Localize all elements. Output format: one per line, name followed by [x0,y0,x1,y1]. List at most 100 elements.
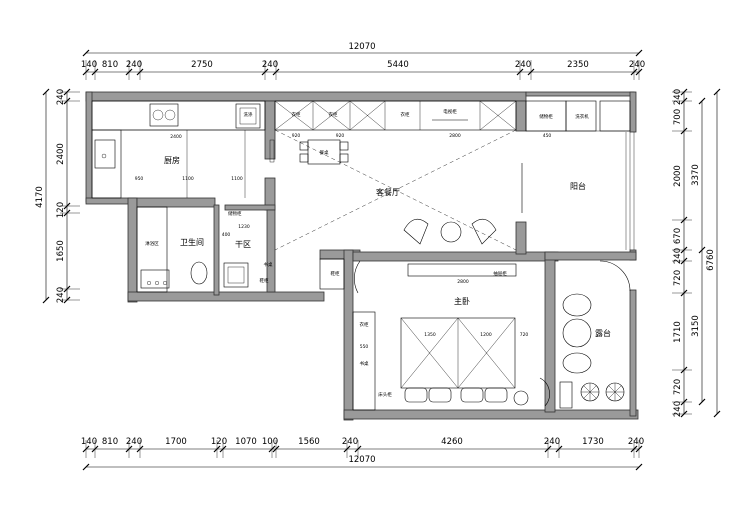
balcony-dim-450: 450 [543,133,552,139]
plant-icon [580,382,600,402]
wardrobe-3-label: 衣柜 [401,111,410,118]
bathroom-label: 卫生间 [180,237,204,247]
kitchen-dim-950: 950 [135,176,144,182]
left-seg-3: 120 [56,202,66,218]
wardrobe-1-label: 衣柜 [292,111,301,118]
right-seg-5: 240 [673,248,683,264]
bottom-dimension-total: 12070 [82,455,643,471]
shoe-cabinet-label: 鞋柜 [260,277,269,284]
right-seg-4: 670 [673,228,683,244]
top-total-label: 12070 [348,42,375,52]
dining-table-label: 餐桌 [320,149,329,156]
terrace: 露台 [559,260,631,409]
balcony-storage-label: 储物柜 [539,113,553,120]
bed-wardrobe-label: 衣柜 [360,321,369,328]
terrace-label: 露台 [595,328,611,338]
coffee-table-icon [440,221,462,243]
balcony-label: 阳台 [570,181,586,191]
right-seg-1: 240 [673,89,683,105]
wardrobe-dim-920b: 920 [336,133,345,139]
walls [85,91,639,421]
right-dimension-middle: 3370 3150 [691,97,706,406]
kitchen-label: 厨房 [164,155,180,165]
entry: 鞋柜 [319,258,361,294]
left-seg-1: 240 [56,89,66,105]
bed-dim-2800: 2800 [457,279,469,285]
master-bedroom: 抽屉柜 2800 主卧 衣柜 书桌 550 床头柜 1350 1200 720 [352,263,550,411]
bottom-seg-6: 1070 [235,437,257,447]
bottom-seg-7: 100 [262,437,278,447]
balcony: 储物柜 洗衣机 450 阳台 [525,100,631,191]
bottom-seg-1: 140 [81,437,97,447]
left-total-label: 4170 [35,186,45,208]
living-room: 客餐厅 [274,129,523,251]
right-seg-7: 1710 [673,321,683,343]
bottom-seg-3: 240 [126,437,142,447]
top-seg-3: 240 [126,60,142,70]
bottom-seg-9: 240 [342,437,358,447]
right-seg-3: 2000 [673,165,683,187]
master-bedroom-label: 主卧 [454,296,470,306]
wardrobe-dim-2800: 2800 [449,133,461,139]
left-seg-5: 240 [56,287,66,303]
bottom-seg-5: 120 [211,437,227,447]
bedside-cabinet-label: 床头柜 [378,391,392,398]
bottom-seg-11: 240 [544,437,560,447]
plant-icon-2 [605,382,625,402]
bottom-seg-13: 240 [628,437,644,447]
bed-desk-label: 书桌 [360,360,369,367]
stove-icon [149,103,179,127]
armchair-icon [403,218,429,245]
sink-label: 洗涤 [244,111,253,118]
drawer-cabinet-label: 抽屉柜 [493,270,507,277]
right-seg-6: 720 [673,270,683,286]
top-seg-7: 240 [515,60,531,70]
toilet-icon [190,261,208,285]
living-room-label: 客餐厅 [376,187,400,197]
top-seg-8: 2350 [567,60,589,70]
bottom-seg-4: 1700 [165,437,187,447]
bedside-lamp-icon [513,390,529,406]
right-dimension-segments: 240 700 2000 670 240 720 1710 720 240 [672,88,692,418]
right-mid-2: 3150 [691,315,701,337]
top-seg-9: 240 [629,60,645,70]
right-dimension-total: 6760 [706,88,721,418]
desk-bath-label: 书桌 [264,261,273,268]
bed-dim-550: 550 [360,344,369,350]
bottom-dimension-segments: 140 810 240 1700 120 1070 100 1560 240 4… [81,437,644,458]
kitchen-dim-1100a: 1100 [182,176,194,182]
bed-dim-720: 720 [520,332,529,338]
left-seg-4: 1650 [56,240,66,262]
top-seg-6: 5440 [387,60,409,70]
kitchen: 洗涤 厨房 2400 950 1100 1100 [91,100,275,199]
terrace-table-icon [562,318,592,348]
bottom-seg-8: 1560 [298,437,320,447]
bath-storage-label: 储物柜 [228,210,242,217]
right-mid-1: 3370 [691,164,701,186]
left-seg-2: 2400 [56,143,66,165]
bed-dim-1350: 1350 [424,332,436,338]
top-cabinet-row: 衣柜 衣柜 衣柜 电视柜 920 920 2800 [274,100,517,139]
armchair-icon-2 [471,218,497,245]
bottom-total-label: 12070 [348,455,375,465]
bed-dim-1200: 1200 [480,332,492,338]
bath-dim-400: 400 [222,232,231,238]
top-dimension-total: 12070 [82,42,643,57]
bottom-seg-12: 1730 [582,437,604,447]
right-seg-9: 240 [673,401,683,417]
bottom-seg-2: 810 [102,437,118,447]
washbasin-icon [223,262,249,288]
dining-table: 餐桌 [299,139,349,165]
top-dimension-segments: 140 810 240 2750 240 5440 240 2350 240 [81,60,645,80]
terrace-chair-2-icon [562,352,592,374]
left-dimension-total: 4170 [35,88,50,304]
top-seg-4: 2750 [191,60,213,70]
left-dimension-segments: 240 2400 120 1650 240 [56,88,80,304]
entry-cabinet-label: 鞋柜 [331,270,340,277]
dry-area-label: 干区 [235,240,251,249]
top-seg-1: 140 [81,60,97,70]
tv-cabinet-label: 电视柜 [443,108,457,115]
bottom-seg-10: 4260 [441,437,463,447]
shower-area-label: 淋浴区 [145,240,159,247]
